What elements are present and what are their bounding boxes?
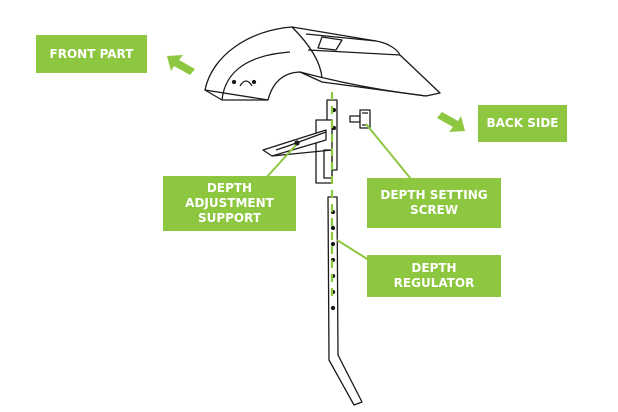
leader-line-regulator (336, 239, 373, 263)
label-back-side-text: BACK SIDE (486, 116, 559, 130)
arrow-down-right-icon (437, 112, 465, 132)
label-depth-adjustment-support-line-1: DEPTH (206, 181, 253, 195)
label-depth-regulator-line-1: DEPTH (411, 261, 457, 275)
label-depth-adjustment-support-line-2: ADJUSTMENT (185, 196, 274, 210)
label-depth-setting-screw-line-2: SCREW (409, 203, 459, 217)
label-depth-setting-screw: DEPTH SETTING SCREW (367, 178, 501, 228)
mounting-bracket (315, 99, 338, 184)
label-depth-adjustment-support-line-3: SUPPORT (197, 211, 262, 225)
label-back-side: BACK SIDE (478, 105, 567, 142)
depth-adjustment-support-part (262, 129, 333, 157)
fender-shield (204, 26, 441, 101)
label-front-part-text: FRONT PART (49, 46, 134, 61)
label-depth-adjustment-support: DEPTH ADJUSTMENT SUPPORT (163, 176, 296, 231)
label-depth-regulator: DEPTH REGULATOR (367, 255, 501, 297)
label-depth-regulator-line-2: REGULATOR (393, 276, 475, 290)
label-front-part: FRONT PART (36, 35, 147, 73)
label-depth-setting-screw-line-1: DEPTH SETTING (380, 188, 488, 202)
depth-setting-screw-part (349, 109, 371, 129)
arrow-up-left-icon (167, 55, 195, 75)
depth-regulator-part (327, 196, 363, 406)
